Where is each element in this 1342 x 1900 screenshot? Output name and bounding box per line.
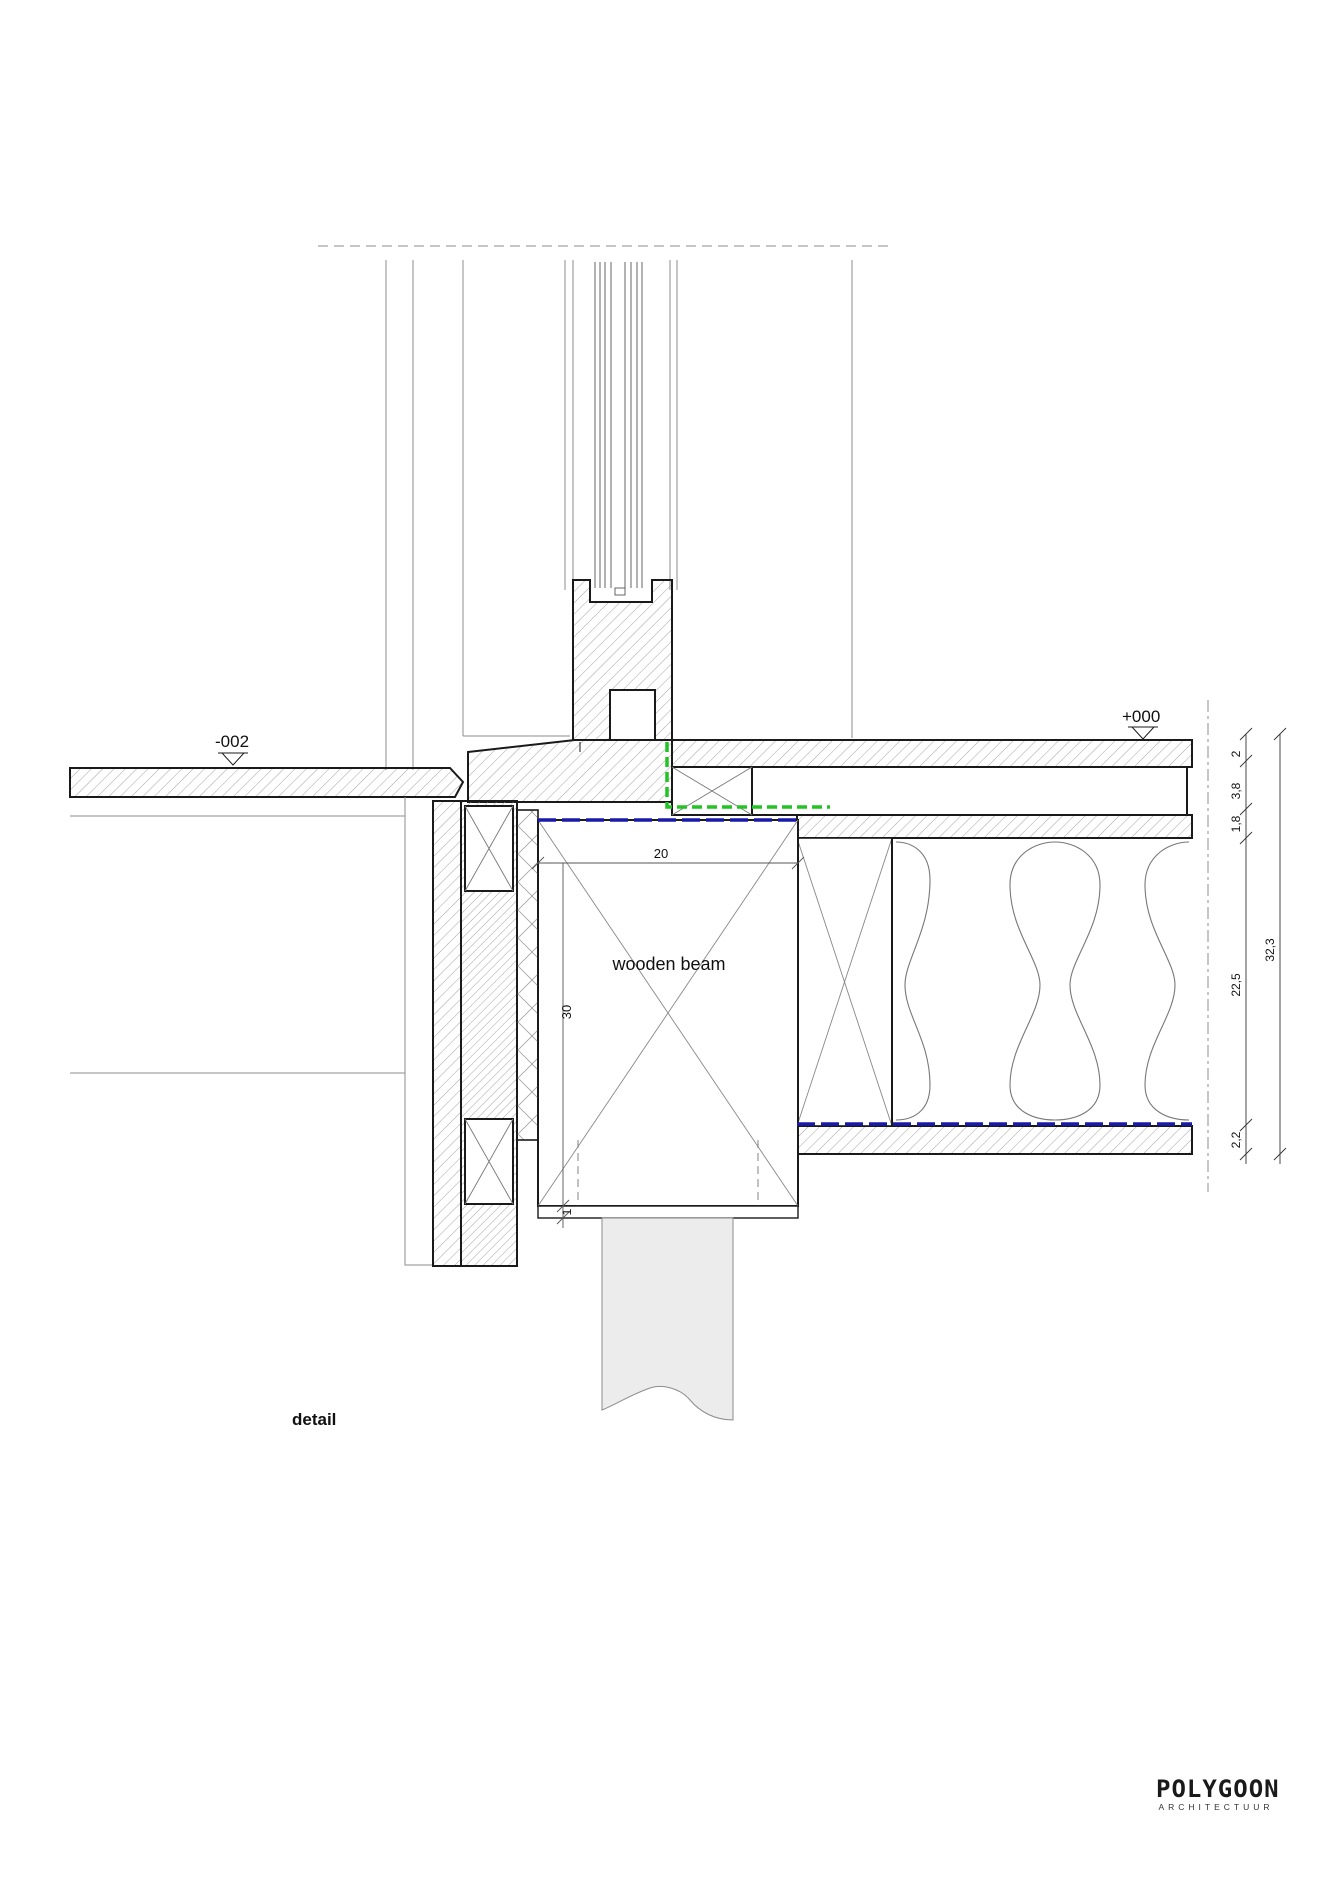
level-right-label: +000 <box>1122 707 1160 726</box>
ceiling-board <box>796 1125 1193 1155</box>
level-marker-right <box>1128 726 1158 740</box>
company-logo: POLYGOON ARCHITECTUUR <box>1156 1775 1280 1812</box>
dim-1-8: 1,8 <box>1229 815 1243 832</box>
glazing-unit <box>594 262 643 596</box>
support-column <box>601 1217 734 1421</box>
dim-2-top: 2 <box>1229 750 1243 757</box>
threshold-sill <box>467 739 673 803</box>
dim-3-8: 3,8 <box>1229 782 1243 799</box>
dim-22-5: 22,5 <box>1229 973 1243 997</box>
logo-subtitle: ARCHITECTUUR <box>1158 1802 1274 1812</box>
left-floor-slab <box>69 767 465 798</box>
wall-insulation <box>516 809 539 1141</box>
level-left-label: -002 <box>215 732 249 751</box>
logo-name: POLYGOON <box>1156 1775 1280 1803</box>
beam-bearing-pad <box>537 1205 799 1219</box>
wall-elevation-lines <box>385 260 853 770</box>
dim-2-2: 2,2 <box>1229 1131 1243 1148</box>
floor-finish-top <box>671 739 1193 768</box>
beam-width-dim: 20 <box>654 846 668 861</box>
window-frame <box>572 579 673 741</box>
bearing-dim: 1 <box>560 1208 574 1215</box>
dim-total: 32,3 <box>1263 938 1277 962</box>
level-marker-left <box>218 752 248 766</box>
dimension-chain <box>1239 727 1287 1164</box>
beam-height-dim: 30 <box>559 1005 574 1019</box>
subfloor-board <box>796 814 1193 839</box>
drawing-caption: detail <box>292 1410 337 1429</box>
insulation-batts <box>895 841 1190 1121</box>
green-membrane <box>665 742 830 809</box>
left-wall-return <box>404 797 433 1266</box>
cladding-board <box>432 800 462 1267</box>
beam-label: wooden beam <box>611 954 725 974</box>
